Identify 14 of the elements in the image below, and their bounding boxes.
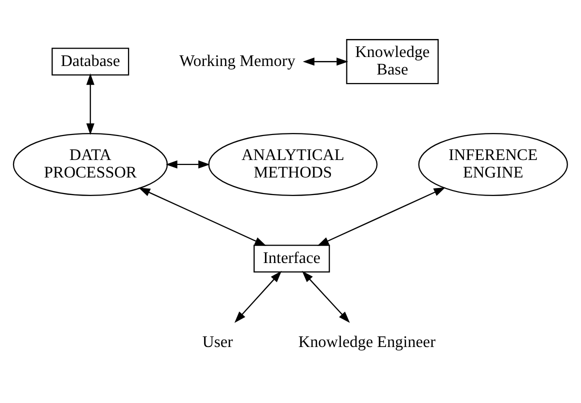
node-box: Knowledge Base [346,39,439,84]
arrow [138,188,266,246]
node-box: Database [52,48,130,76]
arrow [317,187,446,246]
node-box: Interface [254,244,330,273]
node-ellipse: ANALYTICAL METHODS [208,132,378,196]
node-text: User [202,332,233,351]
arrow [302,270,350,323]
node-text: Working Memory [179,52,296,70]
arrow [302,58,348,66]
arrow [166,160,210,169]
arrow [234,270,282,323]
node-text: Knowledge Engineer [298,332,436,351]
arrow [86,73,94,135]
